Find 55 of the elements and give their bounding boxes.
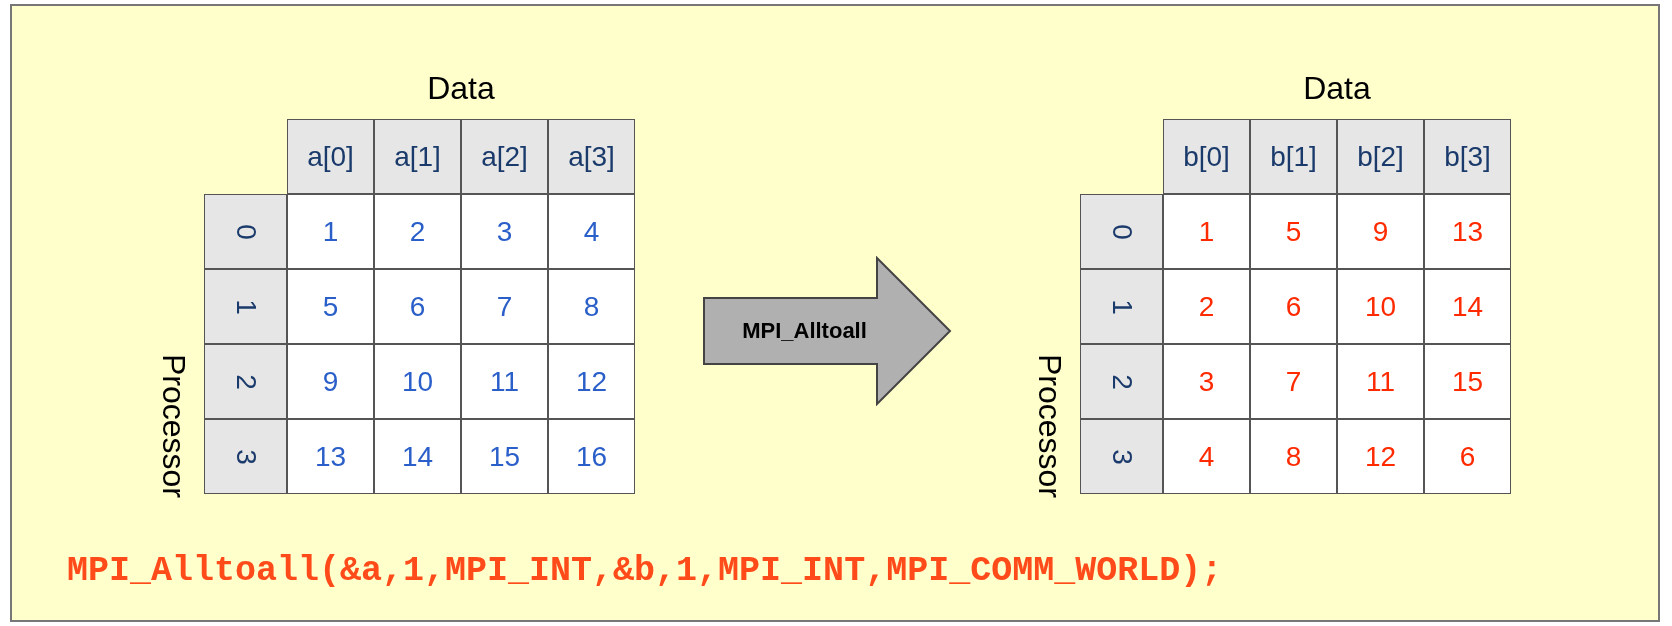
table-cell: 10 <box>1337 269 1424 344</box>
arrow-label: MPI_Alltoall <box>741 317 868 345</box>
column-header: a[0] <box>287 119 374 194</box>
row-label: 0 <box>1080 194 1163 269</box>
table-cell: 8 <box>548 269 635 344</box>
row-label: 1 <box>204 269 287 344</box>
column-header: b[0] <box>1163 119 1250 194</box>
table-cell: 13 <box>287 419 374 494</box>
row-label: 1 <box>1080 269 1163 344</box>
table-cell: 11 <box>1337 344 1424 419</box>
table-cell: 7 <box>1250 344 1337 419</box>
axis-title: Data <box>1302 68 1372 108</box>
axis-title: Processor <box>1031 352 1070 500</box>
table-cell: 2 <box>1163 269 1250 344</box>
row-label: 2 <box>1080 344 1163 419</box>
table-cell: 4 <box>1163 419 1250 494</box>
column-header: a[2] <box>461 119 548 194</box>
table-cell: 3 <box>461 194 548 269</box>
table-cell: 12 <box>548 344 635 419</box>
table-cell: 5 <box>1250 194 1337 269</box>
table-cell: 15 <box>1424 344 1511 419</box>
table-cell: 1 <box>1163 194 1250 269</box>
table-cell: 16 <box>548 419 635 494</box>
table-cell: 4 <box>548 194 635 269</box>
table-cell: 9 <box>1337 194 1424 269</box>
table-cell: 8 <box>1250 419 1337 494</box>
column-header: a[3] <box>548 119 635 194</box>
table-cell: 3 <box>1163 344 1250 419</box>
table-cell: 14 <box>374 419 461 494</box>
column-header: a[1] <box>374 119 461 194</box>
table-cell: 12 <box>1337 419 1424 494</box>
table-cell: 5 <box>287 269 374 344</box>
axis-title: Data <box>426 68 496 108</box>
table-cell: 2 <box>374 194 461 269</box>
table-cell: 7 <box>461 269 548 344</box>
table-cell: 15 <box>461 419 548 494</box>
row-label: 2 <box>204 344 287 419</box>
table-cell: 9 <box>287 344 374 419</box>
table-cell: 13 <box>1424 194 1511 269</box>
table-cell: 6 <box>374 269 461 344</box>
table-cell: 14 <box>1424 269 1511 344</box>
table-cell: 10 <box>374 344 461 419</box>
column-header: b[3] <box>1424 119 1511 194</box>
table-cell: 6 <box>1424 419 1511 494</box>
row-label: 3 <box>204 419 287 494</box>
code-line: MPI_Alltoall(&a,1,MPI_INT,&b,1,MPI_INT,MPI_COMM_WORLD); <box>67 550 1223 593</box>
table-cell: 1 <box>287 194 374 269</box>
column-header: b[2] <box>1337 119 1424 194</box>
row-label: 0 <box>204 194 287 269</box>
axis-title: Processor <box>155 352 194 500</box>
row-label: 3 <box>1080 419 1163 494</box>
table-cell: 6 <box>1250 269 1337 344</box>
table-cell: 11 <box>461 344 548 419</box>
block-arrow <box>702 256 952 406</box>
column-header: b[1] <box>1250 119 1337 194</box>
